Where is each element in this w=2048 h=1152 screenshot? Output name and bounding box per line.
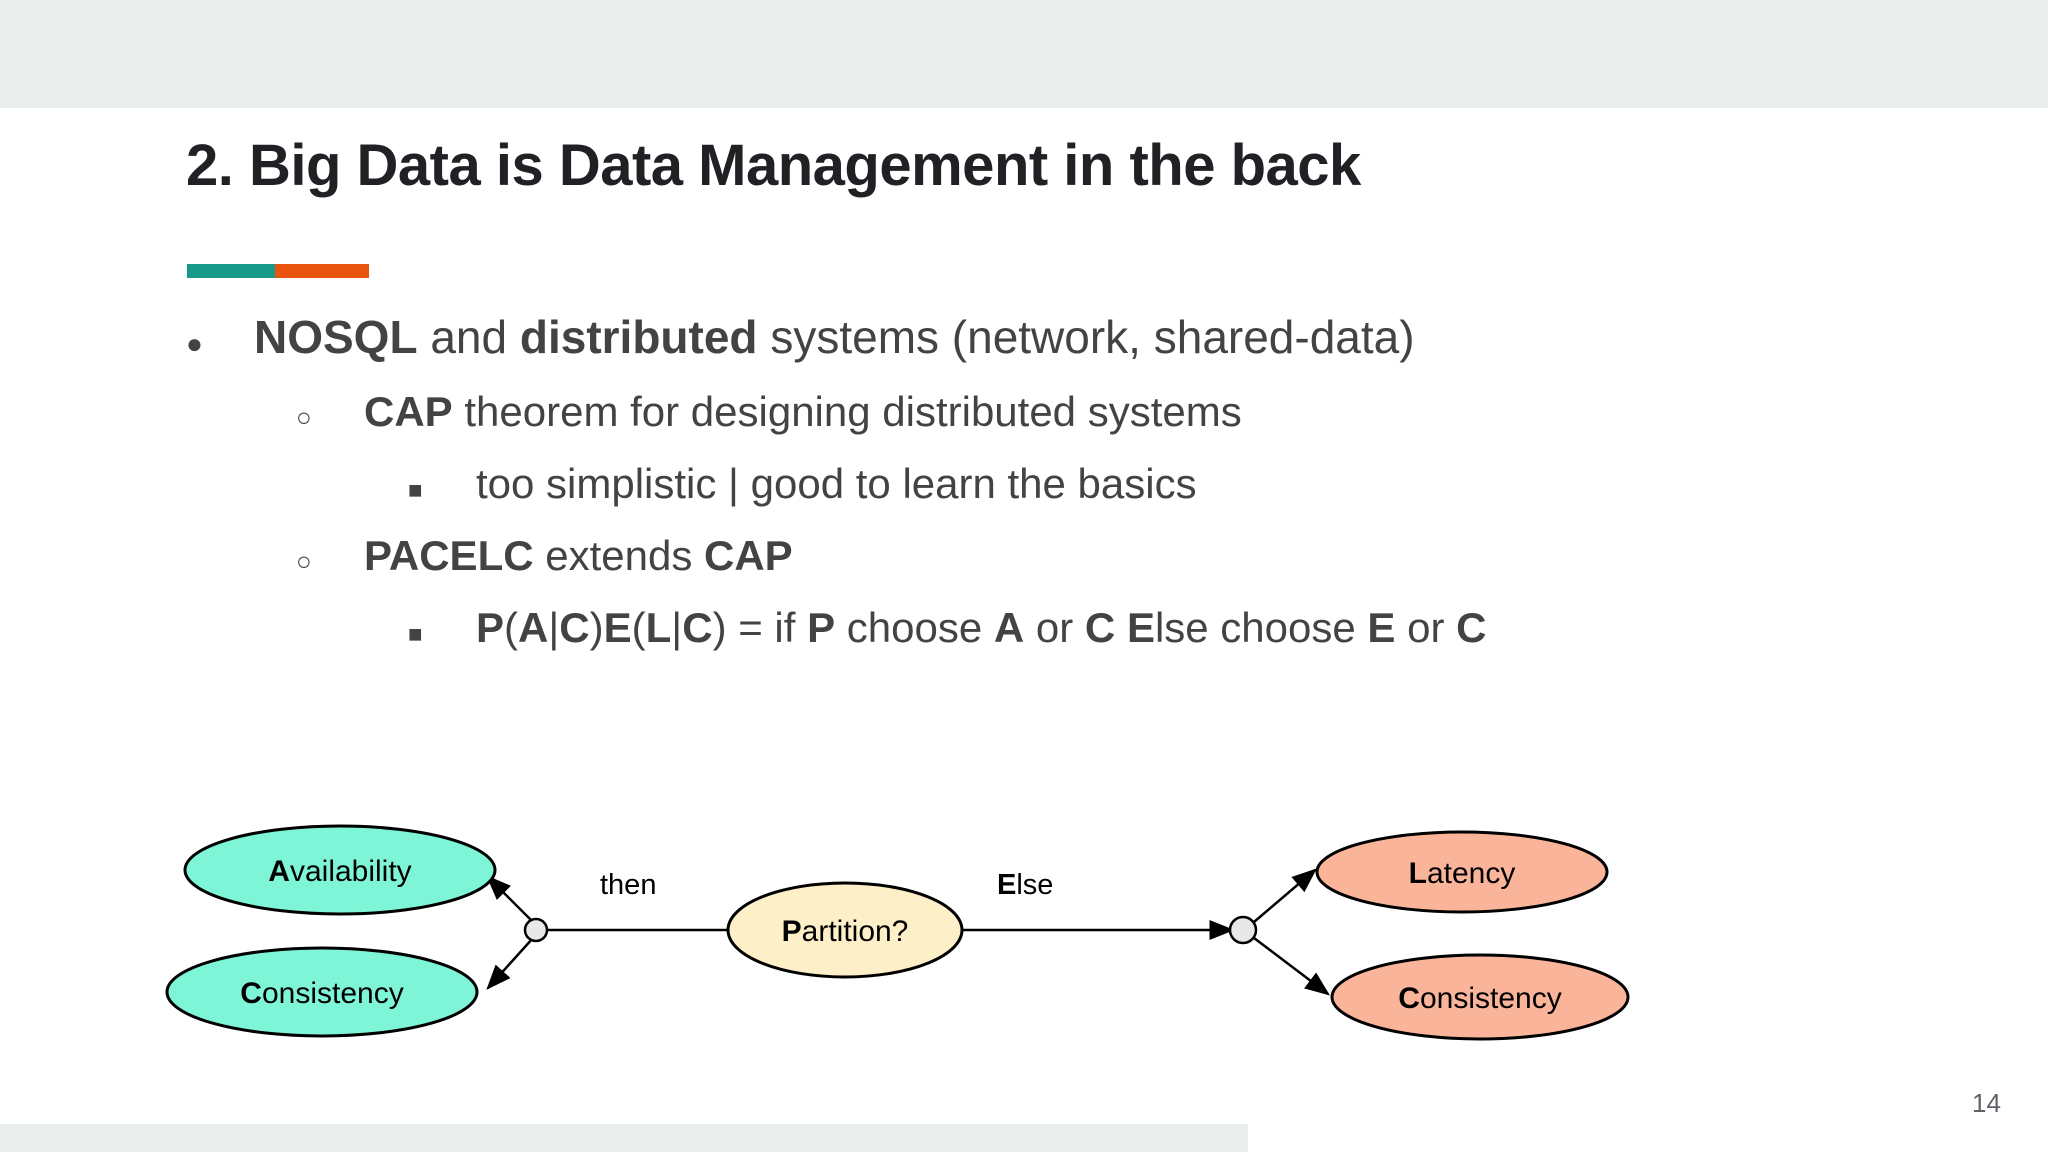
edge-label-then: then [600,869,656,901]
bullet-text-run: or [1395,604,1457,651]
bullet-text-run: | [671,604,683,651]
node-consistency-right-rest: onsistency [1420,982,1562,1015]
bullet-text-run: theorem for designing distributed system… [452,388,1242,435]
bullet-text-run: lse choose [1154,604,1368,651]
bullet-text-run: E [1126,604,1155,651]
bullet-text-run: C [1084,604,1116,651]
bullet-text-run: CAP [364,388,453,435]
bullet-disc: ● [186,328,203,359]
title-accent-bar [187,264,369,278]
node-consistency-left-rest: onsistency [262,977,404,1010]
bullet-text: NOSQL and distributed systems (network, … [254,310,1415,364]
bullet-text-run: P [807,604,836,651]
node-availability-label: Availability [268,855,411,888]
node-latency[interactable]: Latency [1315,830,1609,914]
bullet-text-run: ) [589,604,604,651]
bullet-text-run: A [518,604,549,651]
bullet-square: ■ [408,477,423,504]
junction-right-node [1228,915,1258,945]
bullet-text-run: too simplistic | good to learn the basic… [476,460,1197,507]
bullet-text-run: NOSQL [254,311,418,363]
node-partition-rest: artition? [802,915,909,948]
bullet-text-run: choose [835,604,994,651]
bullet-text: too simplistic | good to learn the basic… [476,460,1197,508]
bullet-text: P(A|C)E(L|C) = if P choose A or C Else c… [476,604,1486,652]
edge-label-else-rest: lse [1016,869,1053,901]
node-availability[interactable]: Availability [183,824,497,916]
bullet-text-run: | [548,604,560,651]
bullet-text-run: or [1024,604,1085,651]
node-consistency-left-cap: C [240,977,262,1010]
edge-label-then-text: then [600,869,656,901]
node-partition[interactable]: Partition? [726,881,964,979]
edge-to-latency [1253,868,1317,923]
bullet-text-run: ( [631,604,646,651]
bullet-item-level2: ○ CAP theorem for designing distributed s… [296,388,1946,436]
bullet-item-level1: ● NOSQL and distributed systems (network,… [186,310,1946,364]
bullet-text-run: A [993,604,1025,651]
bullet-circle: ○ [296,402,312,432]
bullet-text-run: systems (network, shared-data) [757,311,1415,363]
bullet-text-run: distributed [519,311,758,363]
page-title: 2. Big Data is Data Management in the ba… [186,133,1361,198]
node-partition-label: Partition? [782,915,909,948]
bullet-square: ■ [408,621,423,648]
bullet-text-run: E [603,604,632,651]
bullet-item-level3: ■ too simplistic | good to learn the basi… [408,460,1946,508]
bullet-text-run: L [645,604,672,651]
bullet-text-run: ( [504,604,519,651]
junction-left-node [523,917,549,943]
node-consistency-left[interactable]: Consistency [165,946,479,1038]
bullet-circle: ○ [296,546,312,576]
bullet-text: PACELC extends CAP [364,532,793,580]
bullet-text-run: P [476,604,505,651]
bullet-text-run: C [682,604,713,651]
node-consistency-right-cap: C [1398,982,1420,1015]
node-availability-rest: vailability [290,855,412,888]
edge-label-else: Else [997,869,1053,901]
node-availability-shape [183,824,497,916]
node-consistency-left-shape [165,946,479,1038]
bullet-text-run: and [417,311,520,363]
bullet-text-run: PACELC [364,532,534,579]
bullet-text-run: CAP [704,532,793,579]
node-partition-shape [726,881,964,979]
bullet-text-run [1115,604,1127,651]
diagram-edges [486,868,1330,996]
bullet-item-level3: ■P(A|C)E(L|C) = if P choose A or C Else … [408,604,1946,652]
accent-segment-teal [187,264,275,278]
node-latency-label: Latency [1409,857,1516,890]
bullet-text-run: E [1367,604,1396,651]
bullet-item-level2: ○ PACELC extends CAP [296,532,1946,580]
bullet-text-run: C [559,604,590,651]
page-number: 14 [1972,1088,2001,1118]
node-consistency-right-label: Consistency [1398,982,1561,1015]
node-consistency-right[interactable]: Consistency [1330,953,1630,1041]
node-latency-rest: atency [1427,857,1515,890]
node-partition-cap: P [782,915,802,948]
edge-label-else-cap: E [997,869,1016,901]
bullet-text: CAP theorem for designing distributed sy… [364,388,1242,436]
edge-to-consistency-left [486,937,534,990]
viewer-top-band [0,0,2048,108]
bullet-text-run: ) = if [712,604,808,651]
bullet-text-run: extends [533,532,705,579]
node-availability-cap: A [268,855,290,888]
pacelc-diagram: Availability Consistency Partition? [150,812,1950,1112]
node-latency-cap: L [1409,857,1427,890]
edge-to-consistency-right [1253,937,1330,996]
node-latency-shape [1315,830,1609,914]
bullet-list: ● NOSQL and distributed systems (network,… [186,310,1946,676]
node-consistency-right-shape [1330,953,1630,1041]
bullet-text-run: C [1456,604,1487,651]
edge-to-availability [486,875,534,923]
viewer-bottom-band [0,1124,1248,1152]
accent-segment-orange [275,264,369,278]
node-consistency-left-label: Consistency [240,977,403,1010]
